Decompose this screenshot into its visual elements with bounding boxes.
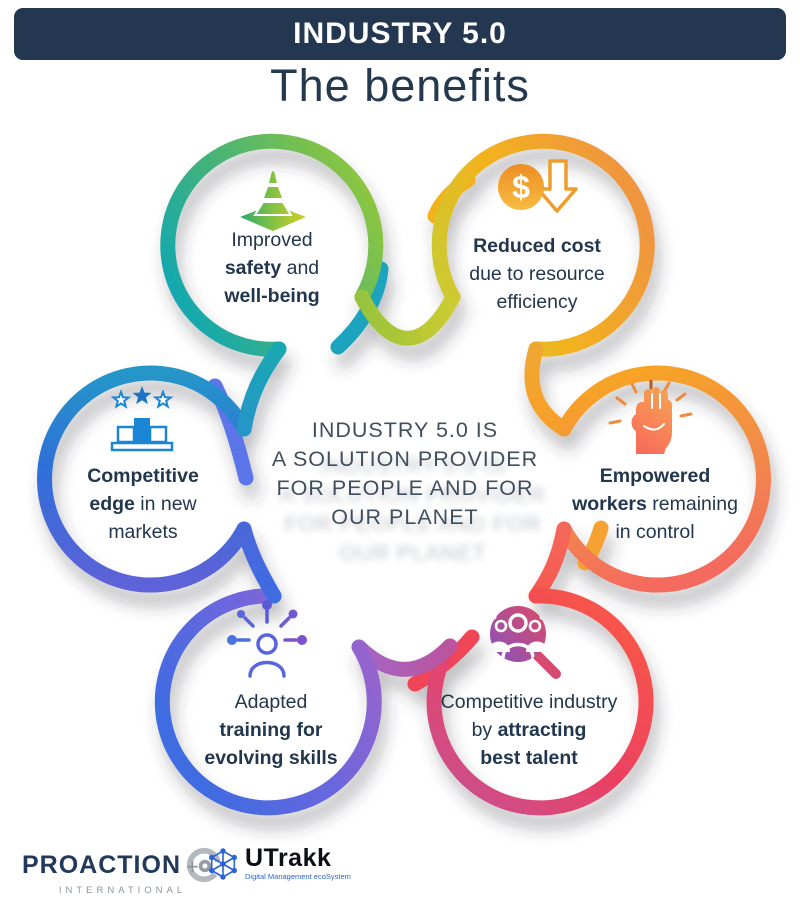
- loop-bottom-left: [154, 588, 382, 816]
- utrakk-wordmark: UTrakk: [245, 844, 332, 872]
- proaction-international-label: INTERNATIONAL: [58, 885, 187, 896]
- utrakk-tagline: Digital Management ecoSystem: [245, 872, 351, 881]
- people-magnifier-icon: [478, 596, 574, 697]
- title-banner: INDUSTRY 5.0: [14, 8, 786, 60]
- plus-separator: +: [186, 854, 199, 879]
- loop-top-right: [431, 133, 655, 357]
- dollar-coin-down-arrow-icon: $: [494, 158, 580, 243]
- traffic-cone-icon: [236, 160, 310, 239]
- raised-fist-icon: [606, 379, 698, 463]
- podium-stars-icon: [104, 382, 180, 459]
- utrakk-logo: UTrakk Digital Management ecoSystem: [206, 846, 351, 881]
- link-topright-right: [524, 341, 572, 437]
- link-left-topleft: [236, 341, 287, 437]
- loop-left: [37, 365, 252, 593]
- svg-text:$: $: [512, 169, 530, 205]
- proaction-swirl-icon: [186, 847, 222, 883]
- banner-title: INDUSTRY 5.0: [293, 17, 507, 50]
- loop-bottom-right: [426, 588, 654, 816]
- loop-top-left: [160, 133, 384, 357]
- utrakk-hexagon-network-icon: [209, 847, 237, 880]
- link-topleft-topright: [354, 289, 461, 346]
- loop-right: [556, 365, 771, 593]
- footer-brands: PROACTION INTERNATIONAL +: [0, 840, 800, 899]
- page-subtitle: The benefits: [270, 60, 530, 111]
- proaction-wordmark: PROACTION: [22, 850, 181, 879]
- proaction-logo: PROACTION INTERNATIONAL: [22, 846, 223, 896]
- person-network-icon: [214, 596, 320, 695]
